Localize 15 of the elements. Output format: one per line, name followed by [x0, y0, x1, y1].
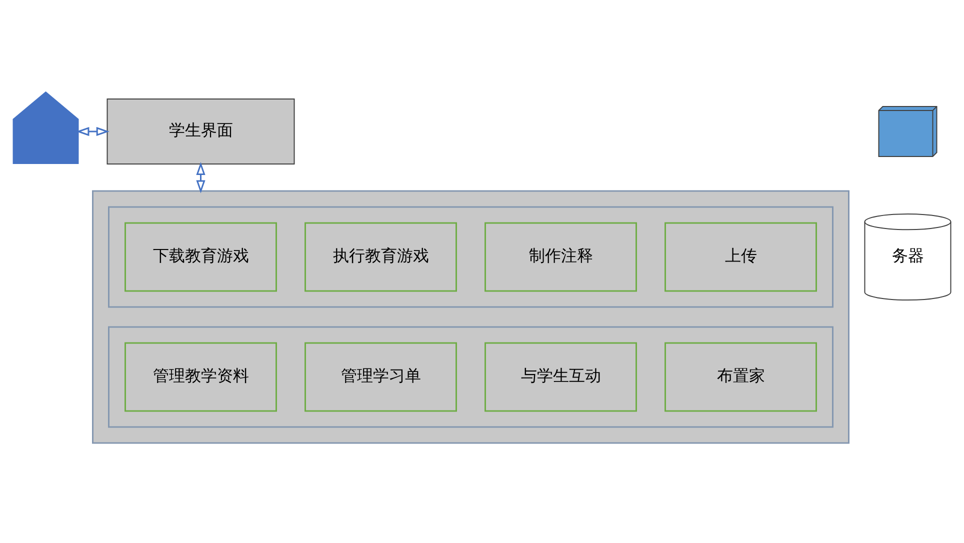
cluster: [92, 190, 850, 444]
node-box: 执行教育游戏: [304, 222, 457, 292]
node-box: 管理学习单: [304, 342, 457, 412]
node-box: 制作注释: [484, 222, 637, 292]
arrow: [76, 126, 110, 136]
node-box: 上传: [664, 222, 817, 292]
node-box: 管理教学资料: [124, 342, 277, 412]
arrow: [196, 162, 206, 194]
cluster: [108, 206, 834, 308]
node-box: 与学生互动: [484, 342, 637, 412]
node-box: 下载教育游戏: [124, 222, 277, 292]
node-person: [12, 91, 79, 164]
cluster: [108, 326, 834, 428]
node-box: 布置家: [664, 342, 817, 412]
node-box: 学生界面: [106, 98, 295, 164]
